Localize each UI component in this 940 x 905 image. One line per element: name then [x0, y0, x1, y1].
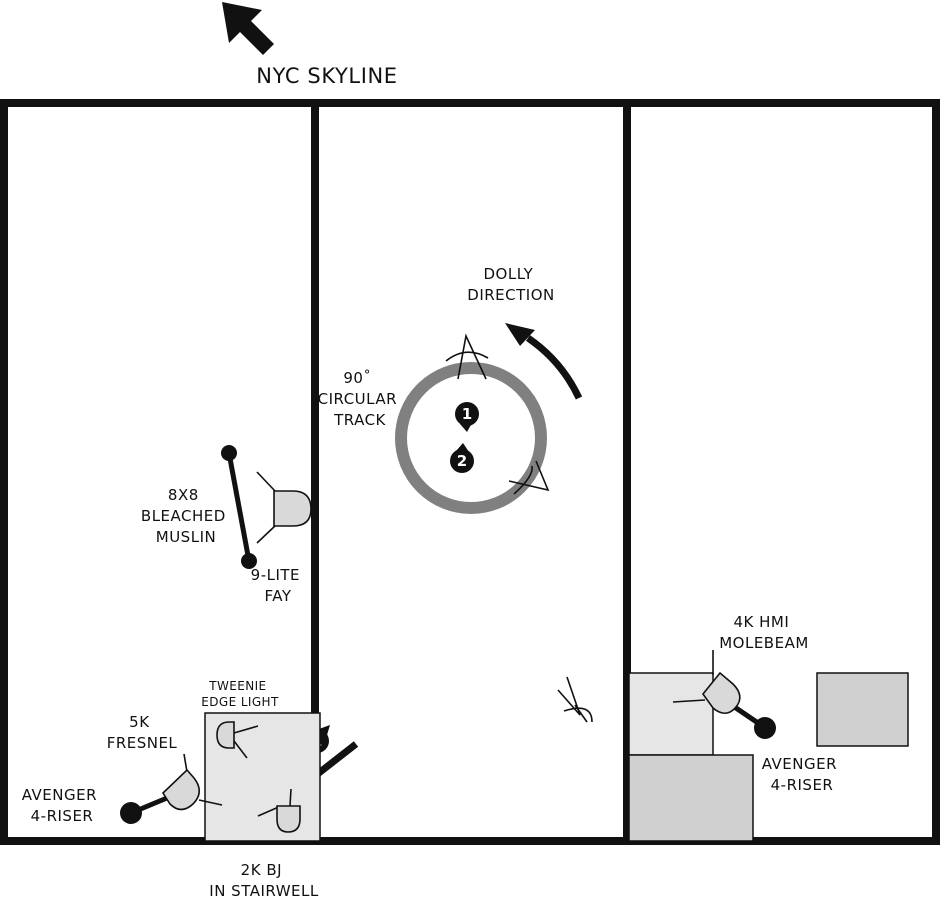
north-arrow-icon [222, 2, 274, 55]
lower-platform [628, 754, 754, 842]
dolly-direction-arrow [505, 323, 583, 400]
hmi-light-icon [672, 650, 776, 739]
stairwell-platform [204, 712, 321, 842]
skyline-title: NYC SKYLINE [256, 64, 397, 88]
set-piece-box [816, 672, 909, 747]
circular-track-label: 90˚ CIRCULAR TRACK [318, 369, 403, 429]
camera-position-icon [445, 333, 489, 380]
fay-light-icon [256, 471, 312, 544]
circular-track [395, 362, 547, 514]
svg-text:1: 1 [462, 405, 472, 423]
fresnel-light-icon [120, 753, 223, 824]
svg-text:2: 2 [457, 452, 467, 470]
muslin-frame [221, 445, 257, 569]
camera-position-icon [557, 676, 593, 723]
hmi-label: 4K HMI MOLEBEAM [719, 613, 809, 652]
bj-light-icon [257, 788, 301, 833]
fresnel-label: 5K FRESNEL [107, 713, 178, 752]
flag-bar [312, 741, 359, 779]
upper-platform [628, 672, 714, 756]
muslin-label: 8X8 BLEACHED MUSLIN [141, 486, 231, 546]
arrow-head-icon [505, 323, 535, 346]
camera-position-icon [508, 460, 550, 495]
dolly-direction-label: DOLLY DIRECTION [467, 265, 554, 304]
tweenie-light-icon [216, 721, 259, 759]
camera-marker-2: 2 [450, 443, 474, 473]
avenger-right-label: AVENGER 4-RISER [762, 755, 843, 794]
fay-label: 9-LITE FAY [251, 566, 306, 605]
outer-wall [0, 99, 940, 845]
tweenie-label: TWEENIE EDGE LIGHT [201, 679, 279, 709]
avenger-left-label: AVENGER 4-RISER [22, 786, 103, 825]
camera-marker-1-center: 1 [455, 402, 479, 432]
bj-label: 2K BJ IN STAIRWELL [209, 861, 319, 900]
